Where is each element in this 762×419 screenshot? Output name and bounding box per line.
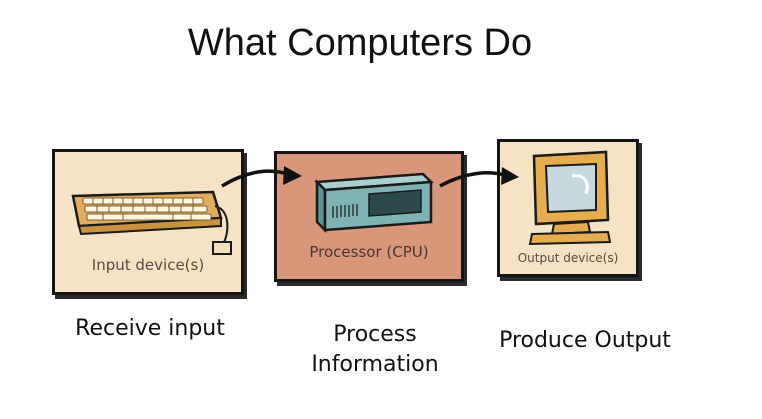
input-device-label: Input device(s)	[91, 256, 205, 274]
caption-process-line-1: Process	[333, 322, 417, 347]
caption-process-information: Process Information	[275, 320, 475, 380]
diagram-title: What Computers Do	[187, 22, 533, 64]
monitor-icon	[528, 150, 612, 246]
processor-box: Processor (CPU)	[274, 151, 464, 282]
cpu-icon	[314, 172, 434, 234]
caption-produce-output: Produce Output	[499, 328, 671, 353]
processor-label: Processor (CPU)	[309, 243, 429, 261]
output-device-label: Output device(s)	[517, 251, 619, 265]
output-device-box: Output device(s)	[497, 139, 639, 277]
keyboard-icon	[71, 190, 232, 255]
caption-receive-input: Receive input	[75, 316, 225, 341]
input-device-box: Input device(s)	[52, 149, 244, 295]
caption-process-line-2: Information	[311, 352, 439, 377]
arrow-cpu-to-output	[439, 167, 519, 188]
arrow-input-to-cpu	[221, 166, 302, 188]
